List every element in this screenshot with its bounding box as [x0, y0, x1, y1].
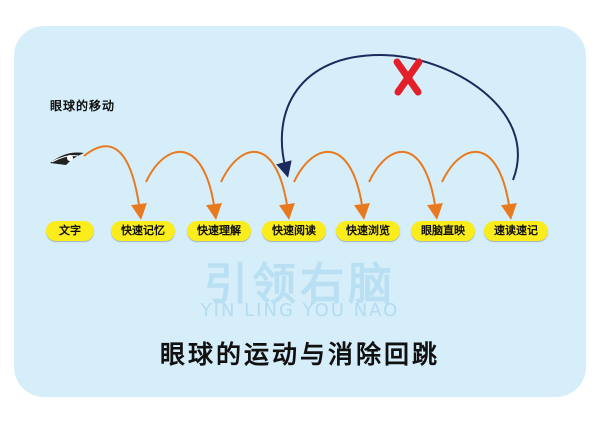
- diagram-title: 眼球的运动与消除回跳: [159, 340, 440, 369]
- forward-arc: [368, 150, 443, 220]
- diagram-heading: 眼球的移动: [50, 99, 116, 113]
- step-pill: 快速阅读: [262, 221, 326, 241]
- cross-icon: [393, 58, 423, 96]
- step-pill: 文字: [46, 221, 94, 241]
- step-pill: 眼脑直映: [411, 221, 475, 241]
- watermark-subtext: YIN LING YOU NAO: [200, 300, 400, 321]
- step-pill: 速读速记: [484, 221, 548, 241]
- forward-arcs: [83, 145, 517, 220]
- back-jump-arc: [276, 53, 519, 181]
- forward-arc: [83, 145, 147, 220]
- forward-arc: [293, 150, 370, 220]
- diagram-card: [14, 26, 586, 397]
- forward-arc: [441, 150, 517, 220]
- watermark-text: 引领右脑: [204, 259, 396, 310]
- forward-arc: [145, 150, 222, 220]
- step-pill: 快速记忆: [111, 221, 175, 241]
- step-pill: 快速浏览: [336, 221, 400, 241]
- step-pill: 快速理解: [187, 221, 251, 241]
- forward-arc: [220, 150, 295, 220]
- eye-icon: [50, 152, 84, 165]
